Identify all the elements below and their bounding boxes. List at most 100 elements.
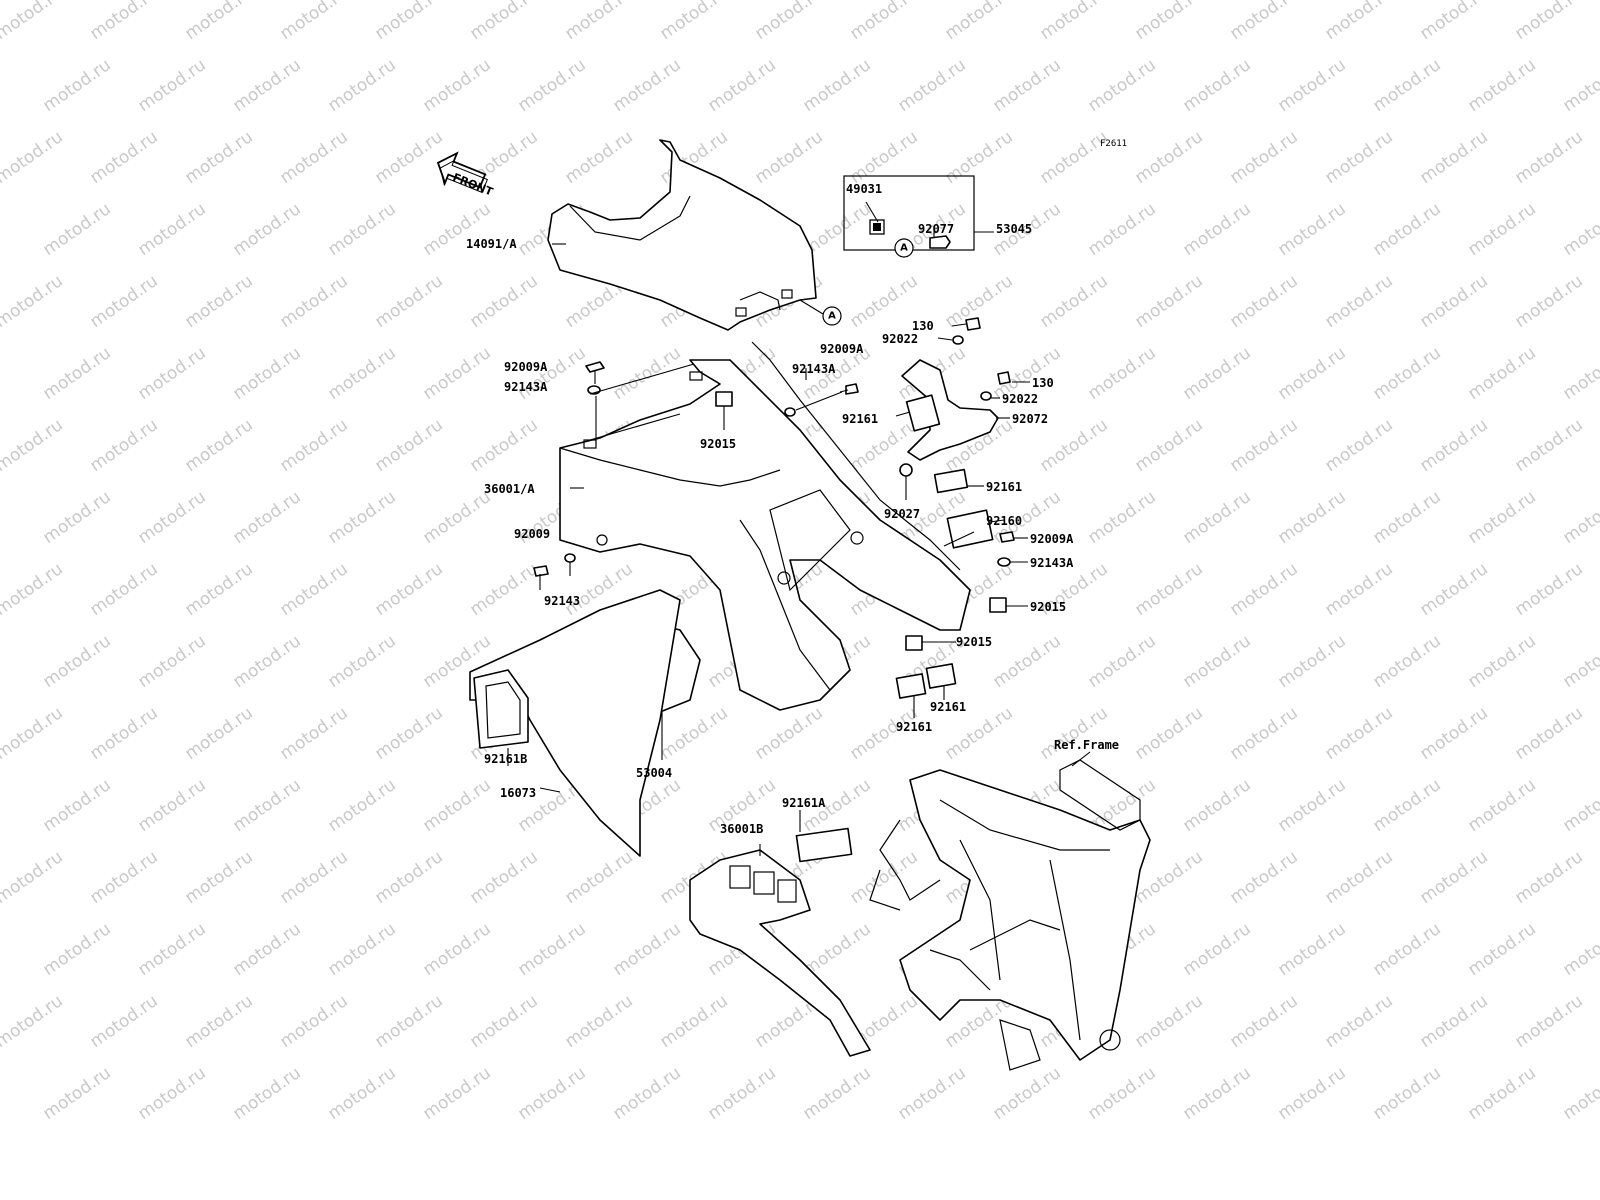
watermark-text: motod.ru: [1416, 991, 1491, 1052]
washer-92143A-mid: [784, 407, 796, 417]
watermark-text: motod.ru: [324, 775, 399, 836]
label-53045: 53045: [996, 222, 1032, 236]
label-92143: 92143: [544, 594, 580, 608]
watermark-text: motod.ru: [229, 1063, 304, 1124]
watermark-text: motod.ru: [419, 919, 494, 980]
watermark-text: motod.ru: [1369, 55, 1444, 116]
watermark-text: motod.ru: [466, 991, 541, 1052]
watermark-text: motod.ru: [1226, 847, 1301, 908]
label-92015-b: 92015: [1030, 600, 1066, 614]
watermark-text: motod.ru: [514, 1063, 589, 1124]
watermark-text: motod.ru: [181, 703, 256, 764]
watermark-text: motod.ru: [1416, 0, 1491, 44]
watermark-text: motod.ru: [1464, 631, 1539, 692]
watermark-text: motod.ru: [799, 55, 874, 116]
watermark-text: motod.ru: [0, 703, 67, 764]
label-92022-b: 92022: [1002, 392, 1038, 406]
watermark-text: motod.ru: [39, 775, 114, 836]
watermark-text: motod.ru: [324, 199, 399, 260]
watermark-text: motod.ru: [324, 631, 399, 692]
watermark-text: motod.ru: [704, 55, 779, 116]
label-16073: 16073: [500, 786, 536, 800]
watermark-text: motod.ru: [1369, 343, 1444, 404]
watermark-text: motod.ru: [751, 703, 826, 764]
watermark-text: motod.ru: [1464, 775, 1539, 836]
pad-92161B-part: [473, 669, 529, 749]
watermark-text: motod.ru: [894, 55, 969, 116]
watermark-text: motod.ru: [1179, 343, 1254, 404]
watermark-text: motod.ru: [1369, 199, 1444, 260]
pad-92161A-part: [795, 827, 853, 863]
watermark-text: motod.ru: [1321, 415, 1396, 476]
bolt-130-right: [997, 371, 1011, 385]
watermark-text: motod.ru: [371, 127, 446, 188]
watermark-text: motod.ru: [134, 55, 209, 116]
clip-92015-a: [715, 391, 733, 407]
watermark-text: motod.ru: [1274, 343, 1349, 404]
pad-92160: [946, 509, 994, 549]
grommet-92027: [899, 463, 913, 477]
watermark-text: motod.ru: [1179, 631, 1254, 692]
watermark-text: motod.ru: [39, 487, 114, 548]
pad-92161-mid: [933, 468, 969, 494]
watermark-text: motod.ru: [371, 847, 446, 908]
label-92009A-left: 92009A: [504, 360, 548, 374]
watermark-text: motod.ru: [181, 415, 256, 476]
label-92161A: 92161A: [782, 796, 826, 810]
watermark-text: motod.ru: [1559, 199, 1600, 260]
watermark-text: motod.ru: [1131, 703, 1206, 764]
label-92009A-right: 92009A: [1030, 532, 1074, 546]
watermark-text: motod.ru: [1274, 775, 1349, 836]
label-92072: 92072: [1012, 412, 1048, 426]
watermark-text: motod.ru: [1416, 127, 1491, 188]
watermark-text: motod.ru: [86, 847, 161, 908]
watermark-text: motod.ru: [1179, 487, 1254, 548]
watermark-text: motod.ru: [1131, 271, 1206, 332]
watermark-text: motod.ru: [1274, 919, 1349, 980]
watermark-text: motod.ru: [656, 991, 731, 1052]
watermark-text: motod.ru: [609, 1063, 684, 1124]
watermark-text: motod.ru: [1226, 703, 1301, 764]
watermark-text: motod.ru: [134, 1063, 209, 1124]
watermark-text: motod.ru: [1084, 55, 1159, 116]
label-92143A-right: 92143A: [1030, 556, 1074, 570]
watermark-text: motod.ru: [134, 487, 209, 548]
watermark-text: motod.ru: [656, 703, 731, 764]
part-labels: 14091/A 49031 92077 53045 130 92022 9200…: [466, 182, 1119, 836]
label-92161-b: 92161: [986, 480, 1022, 494]
watermark-text: motod.ru: [419, 343, 494, 404]
watermark-text: motod.ru: [466, 0, 541, 44]
watermark-text: motod.ru: [1511, 847, 1586, 908]
watermark-text: motod.ru: [276, 415, 351, 476]
watermark-text: motod.ru: [419, 55, 494, 116]
watermark-text: motod.ru: [1274, 55, 1349, 116]
washer-92022-top: [952, 335, 964, 345]
watermark-text: motod.ru: [1226, 559, 1301, 620]
watermark-text: motod.ru: [134, 775, 209, 836]
label-130-b: 130: [1032, 376, 1054, 390]
watermark-text: motod.ru: [419, 487, 494, 548]
watermark-text: motod.ru: [1036, 0, 1111, 44]
watermark-text: motod.ru: [324, 343, 399, 404]
watermark-text: motod.ru: [0, 127, 67, 188]
watermark-text: motod.ru: [751, 0, 826, 44]
watermark-text: motod.ru: [276, 991, 351, 1052]
watermark-text: motod.ru: [1226, 0, 1301, 44]
watermark-text: motod.ru: [181, 847, 256, 908]
watermark-text: motod.ru: [1416, 415, 1491, 476]
label-36001A: 36001/A: [484, 482, 535, 496]
watermark-text: motod.ru: [1179, 199, 1254, 260]
watermark-text: motod.ru: [134, 919, 209, 980]
watermark-text: motod.ru: [1321, 991, 1396, 1052]
watermark-text: motod.ru: [1179, 55, 1254, 116]
watermark-text: motod.ru: [1511, 415, 1586, 476]
washer-92143-left: [564, 553, 576, 563]
watermark-text: motod.ru: [1036, 127, 1111, 188]
watermark-text: motod.ru: [466, 271, 541, 332]
bolt-92009A-top: [585, 361, 605, 384]
watermark-text: motod.ru: [86, 415, 161, 476]
label-92015-c: 92015: [956, 635, 992, 649]
watermark-text: motod.ru: [466, 559, 541, 620]
watermark-text: motod.ru: [39, 919, 114, 980]
